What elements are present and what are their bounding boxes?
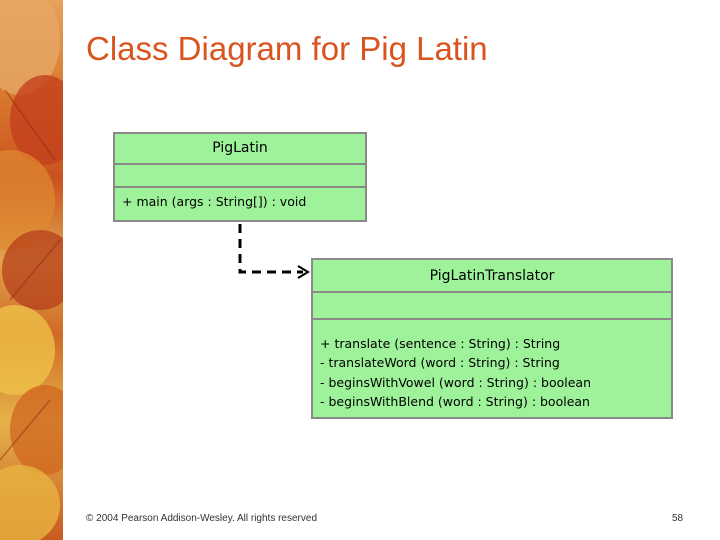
class-box-piglatin: PigLatin + main (args : String[]) : void	[113, 132, 367, 222]
page-number: 58	[672, 513, 684, 524]
operation: + main (args : String[]) : void	[122, 194, 307, 209]
class-box-piglatintranslator: PigLatinTranslator + translate (sentence…	[311, 258, 673, 419]
operation: - translateWord (word : String) : String	[320, 355, 560, 371]
operations-compartment: + main (args : String[]) : void	[115, 188, 365, 220]
class-name: PigLatinTranslator	[313, 260, 671, 293]
attributes-compartment	[313, 293, 671, 320]
operations-compartment: + translate (sentence : String) : String…	[313, 320, 671, 417]
class-name: PigLatin	[115, 134, 365, 165]
operation: - beginsWithVowel (word : String) : bool…	[320, 374, 591, 390]
operation: + translate (sentence : String) : String	[320, 336, 561, 351]
slide-title: Class Diagram for Pig Latin	[86, 30, 488, 67]
leaves-illustration	[0, 0, 63, 540]
attributes-compartment	[115, 165, 365, 188]
copyright-notice: © 2004 Pearson Addison-Wesley. All right…	[86, 513, 318, 524]
operation: - beginsWithBlend (word : String) : bool…	[320, 394, 590, 410]
autumn-leaves-decoration	[0, 0, 63, 540]
